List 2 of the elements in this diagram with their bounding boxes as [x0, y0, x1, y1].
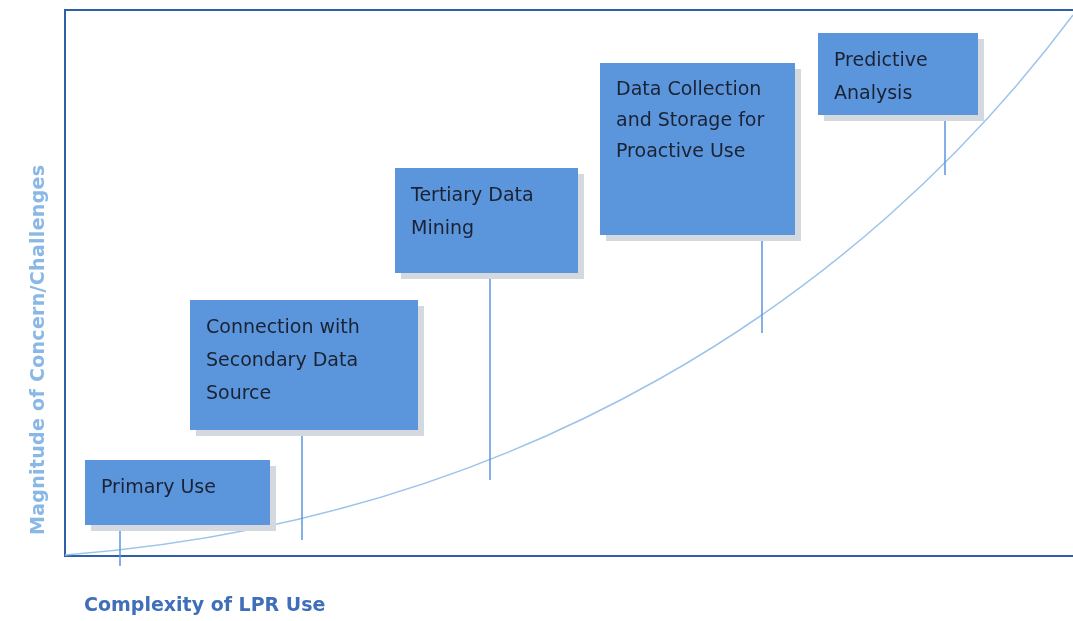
axis-label: Magnitude of Concern/Challenges: [26, 164, 48, 535]
axis-label: Complexity of LPR Use: [84, 593, 326, 615]
